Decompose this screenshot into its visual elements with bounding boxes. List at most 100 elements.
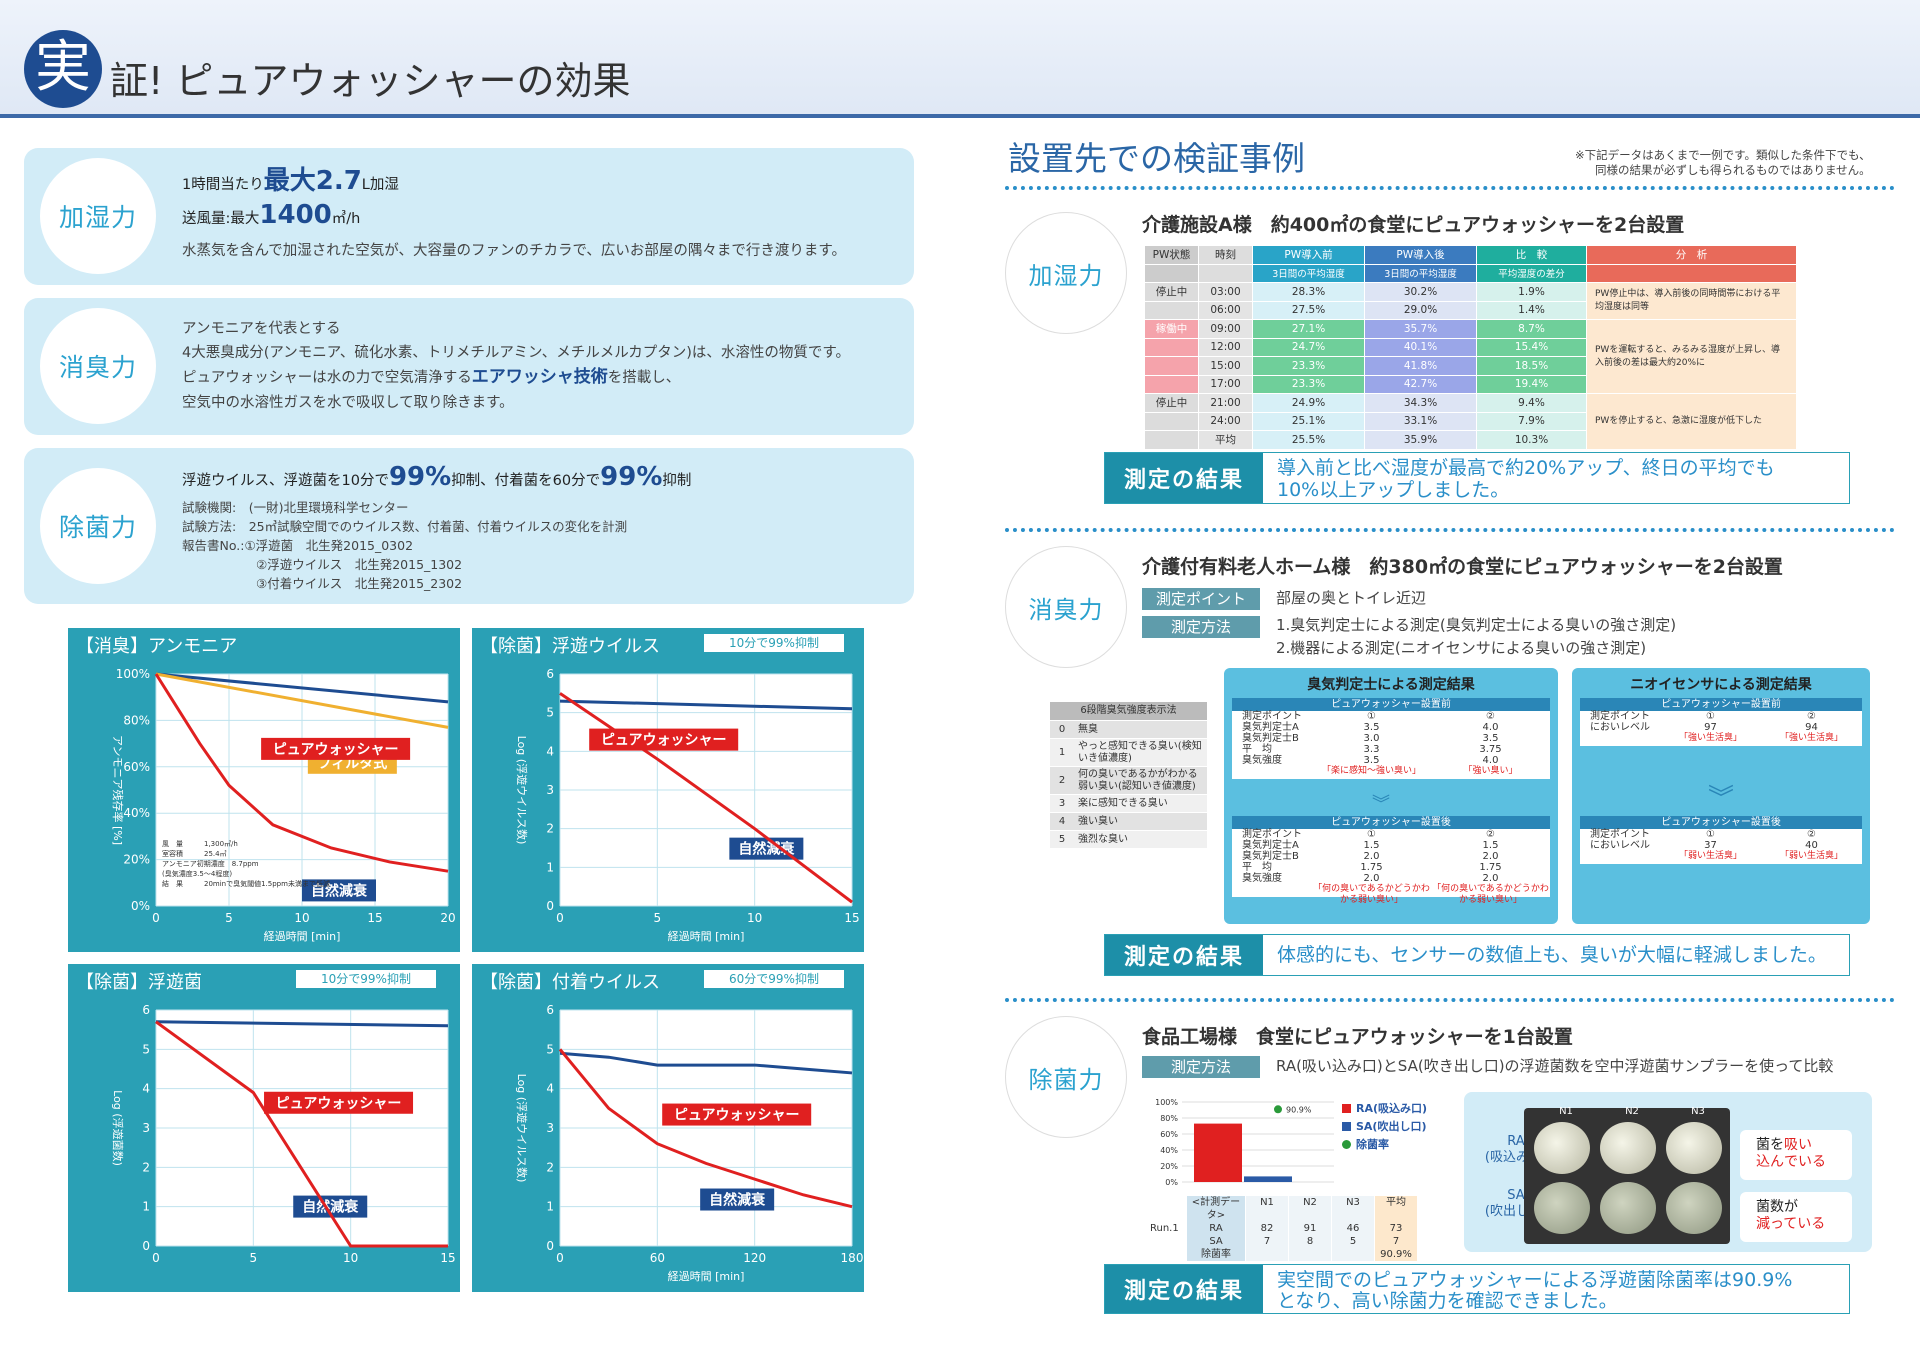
y-axis-label: Log (浮遊ウイルス数) [515,1074,529,1183]
case3-result-2: となり、高い除菌力を確認できました。 [1277,1290,1618,1312]
odor-val: 97 [1704,722,1717,733]
x-tick-label: 180 [841,1251,864,1265]
data-cell [1332,1248,1374,1261]
y-tick-label: 5 [546,706,554,720]
divider-2 [1005,528,1895,532]
hum-subheader: 平均湿度の差分 [1476,263,1587,283]
dish-col-label: N3 [1691,1106,1705,1117]
y-tick-label: 2 [546,1160,554,1174]
series-label: 自然減衰 [302,1199,359,1216]
y-tick-label: 4 [142,1082,150,1096]
series-line [155,1020,449,1028]
hum-cell: 42.7% [1364,374,1477,394]
chevron-down-icon: ︾ [1708,784,1735,814]
hum-th-analysis: 分 析 [1586,245,1797,265]
run-label: Run.1 [1150,1223,1179,1234]
run-label [1150,1196,1186,1222]
odor-val: ② [1486,829,1495,840]
hum-cell [1144,411,1199,431]
y-axis-label: Log (浮遊ウイルス数) [515,736,529,845]
deo-l3a: ピュアウォッシャーは水の力で空気清浄する [182,370,472,386]
legend-swatch [1342,1140,1351,1149]
mini-y-tick: 0% [1165,1178,1178,1187]
odor-scale-desc: 何の臭いであるかがわかる弱い臭い(認知いき値濃度) [1078,768,1198,792]
odor-scale-desc: 強烈な臭い [1078,833,1128,845]
odor-verdict: 「強い臭い」 [1463,766,1518,776]
y-tick-label: 6 [142,1003,150,1017]
x-tick-label: 0 [152,911,160,925]
case3-tag-method-text: RA(吸い込み口)とSA(吹き出し口)の浮遊菌数を空中浮遊菌サンプラーを使って比… [1276,1057,1834,1075]
hum-cell: 35.9% [1364,430,1477,450]
mini-y-tick: 40% [1160,1146,1178,1155]
data-cell [1289,1248,1331,1261]
ster-l5: ②浮遊ウイルス 北生発2015_1302 [256,557,463,572]
feature-humidify: 加湿力 1時間当たり最大2.7L加湿 送風量:最大1400㎥/h 水蒸気を含んで… [24,148,914,285]
y-tick-label: 5 [546,1042,554,1056]
x-tick-label: 10 [343,1251,358,1265]
odor-col: 97「強い生活臭」 [1660,722,1761,746]
chart-airborne-bacteria-badge: 10分で99%抑制 [296,970,436,988]
ster-l2: 試験機関: (一財)北里環境科学センター [182,500,409,515]
odor-val: ① [1367,711,1376,722]
odor-scale-desc: 楽に感知できる臭い [1078,797,1168,809]
mini-y-tick: 60% [1160,1130,1178,1139]
case2-result: 測定の結果 体感的にも、センサーの数値上も、臭いが大幅に軽減しました。 [1104,934,1850,976]
series-label-bg [729,837,804,860]
ster-l1a: 浮遊ウイルス、浮遊菌を10分で [182,473,389,489]
case1-label: 加湿力 [1005,212,1127,334]
hum-analysis: PW停止中は、導入前後の同時間帯における平均湿度は同等 [1586,282,1797,320]
odor-val: 2.0 [1363,873,1380,884]
y-tick-label: 3 [546,1121,554,1135]
humid-l1a: 1時間当たり [182,177,264,193]
series-label: ピュアウォッシャー [674,1108,800,1124]
feature-sterilize-label: 除菌力 [40,468,156,584]
ster-l3: 試験方法: 25㎥試験空間でのウイルス数、付着菌、付着ウイルスの変化を計測 [182,519,628,534]
chart-surface-virus-title: 【除菌】付着ウイルス [480,972,660,993]
humid-l1c: L加湿 [361,177,399,193]
hum-cell: 33.1% [1364,411,1477,431]
y-tick-label: 3 [546,783,554,797]
photo-ra-1: RA [1507,1134,1525,1149]
series-label: ピュアウォッシャー [276,1096,402,1112]
y-tick-label: 80% [123,713,150,727]
hum-cell: 24.7% [1252,337,1365,357]
hum-analysis: PWを停止すると、急激に湿度が低下した [1586,393,1797,450]
series-line [559,699,853,711]
hum-cell: 21:00 [1198,393,1253,413]
odor-val: 40 [1805,840,1818,851]
data-cell: 73 [1375,1222,1417,1235]
x-tick-label: 15 [440,1251,455,1265]
humid-l2a: 送風量:最大 [182,211,260,227]
run-label [1150,1235,1186,1248]
y-tick-label: 0 [142,1239,150,1253]
series-label: ピュアウォッシャー [601,733,727,749]
odor-verdict: 「弱い生活臭」 [1678,851,1742,861]
hum-cell: 15.4% [1476,337,1587,357]
legend-label: 除菌率 [1356,1137,1389,1151]
deo-l2: 4大悪臭成分(アンモニア、硫化水素、トリメチルアミン、メチルメルカプタン)は、水… [182,345,850,361]
dish-col-label: N2 [1625,1106,1639,1117]
chart-note: 結 果 20minで臭気閾値1.5ppm未満まで低減 [162,879,330,888]
y-tick-label: 4 [546,744,554,758]
odor-row-label: においレベル [1590,722,1650,733]
x-tick-label: 120 [743,1251,766,1265]
data-cell: 5 [1332,1235,1374,1248]
odor-col: 3.5「楽に感知〜強い臭い」 [1312,755,1431,779]
divider-3 [1005,998,1895,1002]
odor-row-label: 臭気強度 [1242,873,1282,884]
y-tick-label: 5 [142,1042,150,1056]
odor-scale-level: 5 [1058,834,1066,845]
odor-row-label: 臭気判定士A [1242,722,1299,733]
ster-l1c: 抑制、付着菌を60分で [451,473,601,489]
series-line [155,672,449,704]
hum-cell: 19.4% [1476,374,1587,394]
